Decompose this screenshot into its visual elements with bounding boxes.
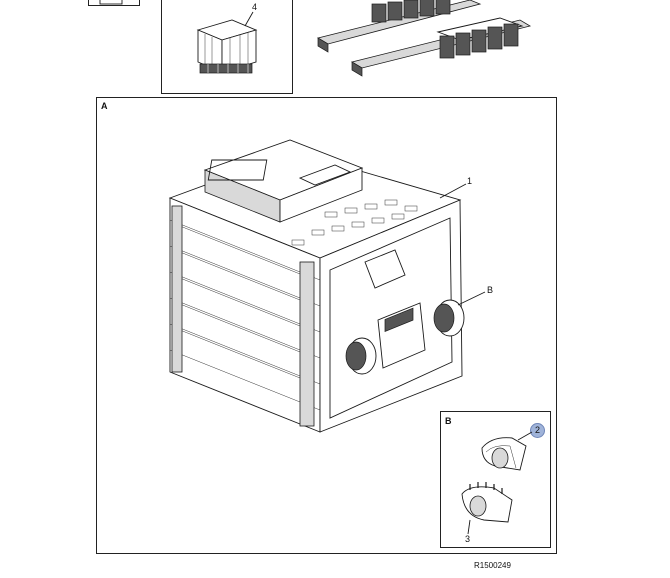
figure-id: R1500249 (474, 561, 511, 570)
main-view-label: A (101, 101, 108, 111)
detail-view-label: B (445, 416, 452, 426)
callout-b-ref: B (487, 285, 494, 295)
callout-2: 2 (534, 425, 540, 435)
callout-2-highlight: 2 (530, 423, 545, 438)
callout-4: 4 (252, 2, 258, 12)
callout-1: 1 (467, 176, 473, 186)
detail-parts-drawing (461, 431, 533, 535)
top-module-view-frame (161, 0, 293, 94)
partial-component-top-left (99, 0, 123, 5)
module-box-drawing (196, 11, 258, 74)
rails-and-cells-drawing (316, 0, 532, 77)
callout-3: 3 (465, 534, 471, 544)
battery-pack-drawing (168, 139, 486, 433)
top-left-partial-frame (88, 0, 140, 6)
